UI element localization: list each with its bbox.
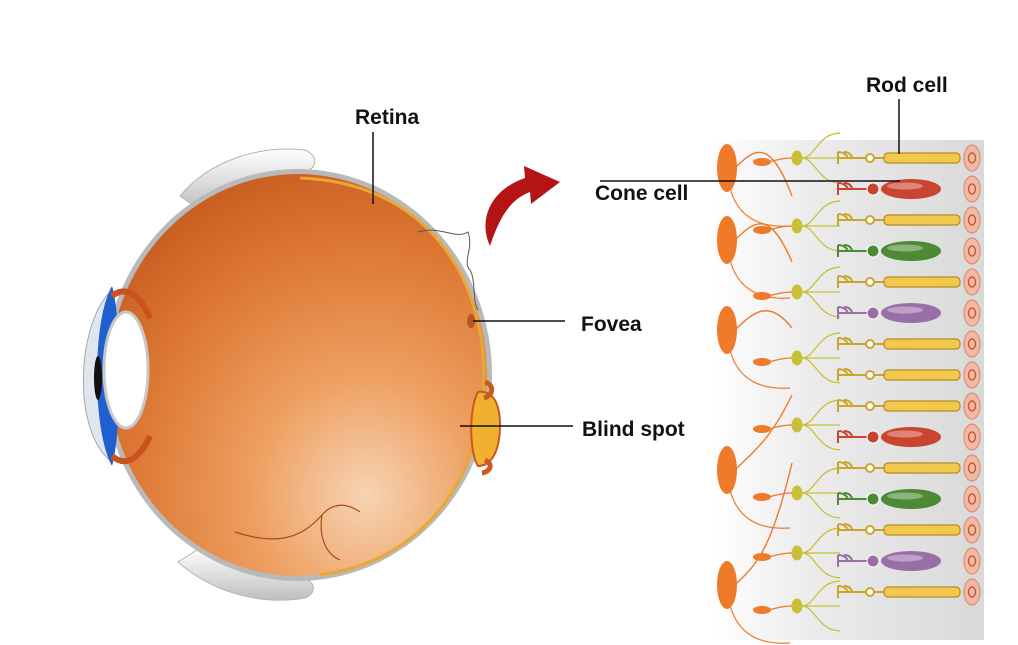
bipolar-cell (792, 546, 803, 561)
pigment-cell (964, 269, 980, 295)
magnify-arrow-icon (485, 166, 560, 246)
bipolar-cell (792, 599, 803, 614)
pigment-cell (964, 238, 980, 264)
synapse-terminal (753, 493, 771, 501)
pigment-cell (964, 207, 980, 233)
bipolar-cell (792, 285, 803, 300)
cone-cell-label: Cone cell (595, 182, 688, 205)
pigment-cell (964, 424, 980, 450)
eyeball (109, 174, 487, 576)
pupil (94, 356, 102, 400)
bipolar-cell (792, 486, 803, 501)
bipolar-cell (792, 219, 803, 234)
synapse-terminal (753, 158, 771, 166)
ganglion-cell (717, 144, 737, 192)
bipolar-cell (792, 418, 803, 433)
lens (104, 312, 148, 428)
synapse-terminal (753, 606, 771, 614)
ganglion-cell (717, 561, 737, 609)
ganglion-cell (717, 216, 737, 264)
retina-label: Retina (355, 106, 420, 129)
rod-cell-label: Rod cell (866, 74, 948, 97)
pigment-cell (964, 300, 980, 326)
pigment-cell (964, 517, 980, 543)
pigment-cell (964, 486, 980, 512)
synapse-terminal (753, 358, 771, 366)
pigment-cell (964, 176, 980, 202)
synapse-terminal (753, 425, 771, 433)
ganglion-cell (717, 306, 737, 354)
pigment-cell (964, 579, 980, 605)
blind-spot (471, 392, 500, 466)
synapse-terminal (753, 226, 771, 234)
bipolar-cell (792, 351, 803, 366)
eyeball-group (83, 149, 500, 600)
pigment-cell (964, 145, 980, 171)
pigment-cell (964, 393, 980, 419)
pigment-cell (964, 455, 980, 481)
bipolar-cell (792, 151, 803, 166)
pigment-cell (964, 548, 980, 574)
retina-cross-section (712, 133, 984, 643)
ganglion-cell (717, 446, 737, 494)
pigment-cell (964, 362, 980, 388)
blind-spot-label: Blind spot (582, 418, 685, 441)
fovea-label: Fovea (581, 313, 642, 336)
pigment-cell (964, 331, 980, 357)
synapse-terminal (753, 553, 771, 561)
